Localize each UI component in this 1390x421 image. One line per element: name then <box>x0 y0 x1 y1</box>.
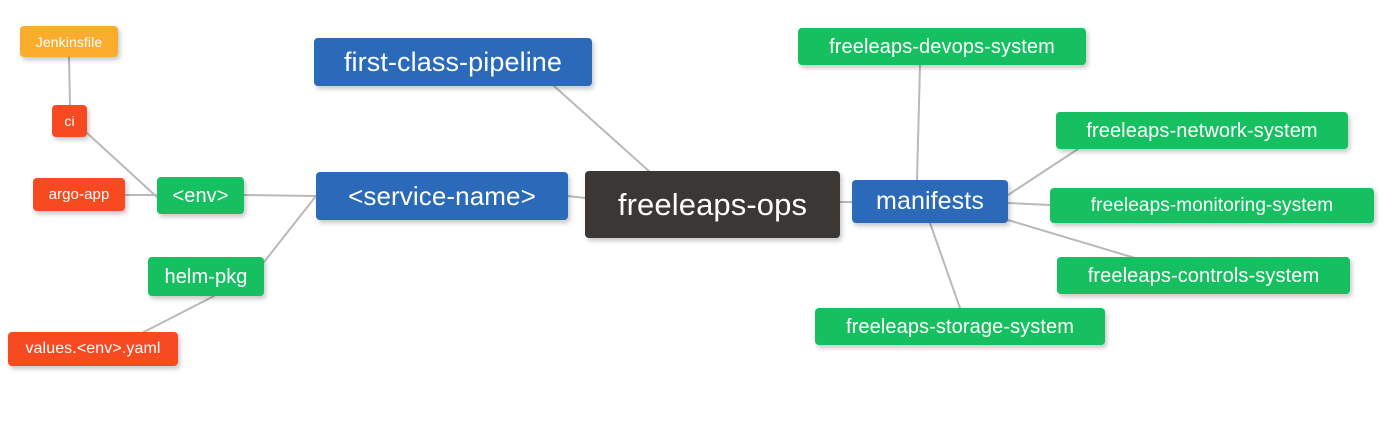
node-freeleaps-storage-system[interactable]: freeleaps-storage-system <box>815 308 1105 345</box>
node-freeleaps-controls-system[interactable]: freeleaps-controls-system <box>1057 257 1350 294</box>
node-label-env: <env> <box>172 184 229 207</box>
edge-manifests-to-freeleaps-devops-system <box>916 64 921 181</box>
node-label-freeleaps-ops: freeleaps-ops <box>617 187 808 222</box>
node-env[interactable]: <env> <box>157 177 244 214</box>
node-label-service-name: <service-name> <box>348 181 536 211</box>
node-first-class-pipeline[interactable]: first-class-pipeline <box>314 38 592 86</box>
node-label-manifests: manifests <box>876 187 984 215</box>
node-label-ci: ci <box>64 113 75 129</box>
node-values-env-yaml[interactable]: values.<env>.yaml <box>8 332 178 366</box>
node-helm-pkg[interactable]: helm-pkg <box>148 257 264 296</box>
edge-env-to-service-name <box>243 194 317 197</box>
node-label-freeleaps-monitoring-system: freeleaps-monitoring-system <box>1090 195 1334 216</box>
node-label-freeleaps-network-system: freeleaps-network-system <box>1086 119 1318 142</box>
node-label-helm-pkg: helm-pkg <box>164 265 248 288</box>
edge-manifests-to-freeleaps-monitoring-system <box>1007 202 1051 206</box>
node-label-freeleaps-controls-system: freeleaps-controls-system <box>1087 264 1320 287</box>
node-argo-app[interactable]: argo-app <box>33 178 125 211</box>
node-manifests[interactable]: manifests <box>852 180 1008 223</box>
edge-service-name-to-freeleaps-ops <box>567 195 586 199</box>
node-label-first-class-pipeline: first-class-pipeline <box>343 46 563 77</box>
edge-manifests-to-freeleaps-controls-system <box>1007 219 1136 259</box>
edge-first-class-pipeline-to-freeleaps-ops <box>553 85 651 173</box>
node-freeleaps-monitoring-system[interactable]: freeleaps-monitoring-system <box>1050 188 1374 223</box>
node-label-argo-app: argo-app <box>48 186 110 203</box>
node-label-freeleaps-devops-system: freeleaps-devops-system <box>829 35 1055 58</box>
node-service-name[interactable]: <service-name> <box>316 172 568 220</box>
node-freeleaps-ops[interactable]: freeleaps-ops <box>585 171 840 238</box>
edge-service-name-to-helm-pkg <box>263 195 317 263</box>
edge-helm-pkg-to-values-env-yaml <box>139 295 215 335</box>
node-ci[interactable]: ci <box>52 105 87 137</box>
edge-jenkinsfile-to-ci <box>68 56 71 106</box>
node-freeleaps-devops-system[interactable]: freeleaps-devops-system <box>798 28 1086 65</box>
node-freeleaps-network-system[interactable]: freeleaps-network-system <box>1056 112 1348 149</box>
node-label-values-env-yaml: values.<env>.yaml <box>25 340 161 357</box>
node-jenkinsfile[interactable]: Jenkinsfile <box>20 26 118 57</box>
edge-manifests-to-freeleaps-storage-system <box>929 222 961 309</box>
node-label-freeleaps-storage-system: freeleaps-storage-system <box>845 315 1075 338</box>
node-label-jenkinsfile: Jenkinsfile <box>35 33 103 50</box>
